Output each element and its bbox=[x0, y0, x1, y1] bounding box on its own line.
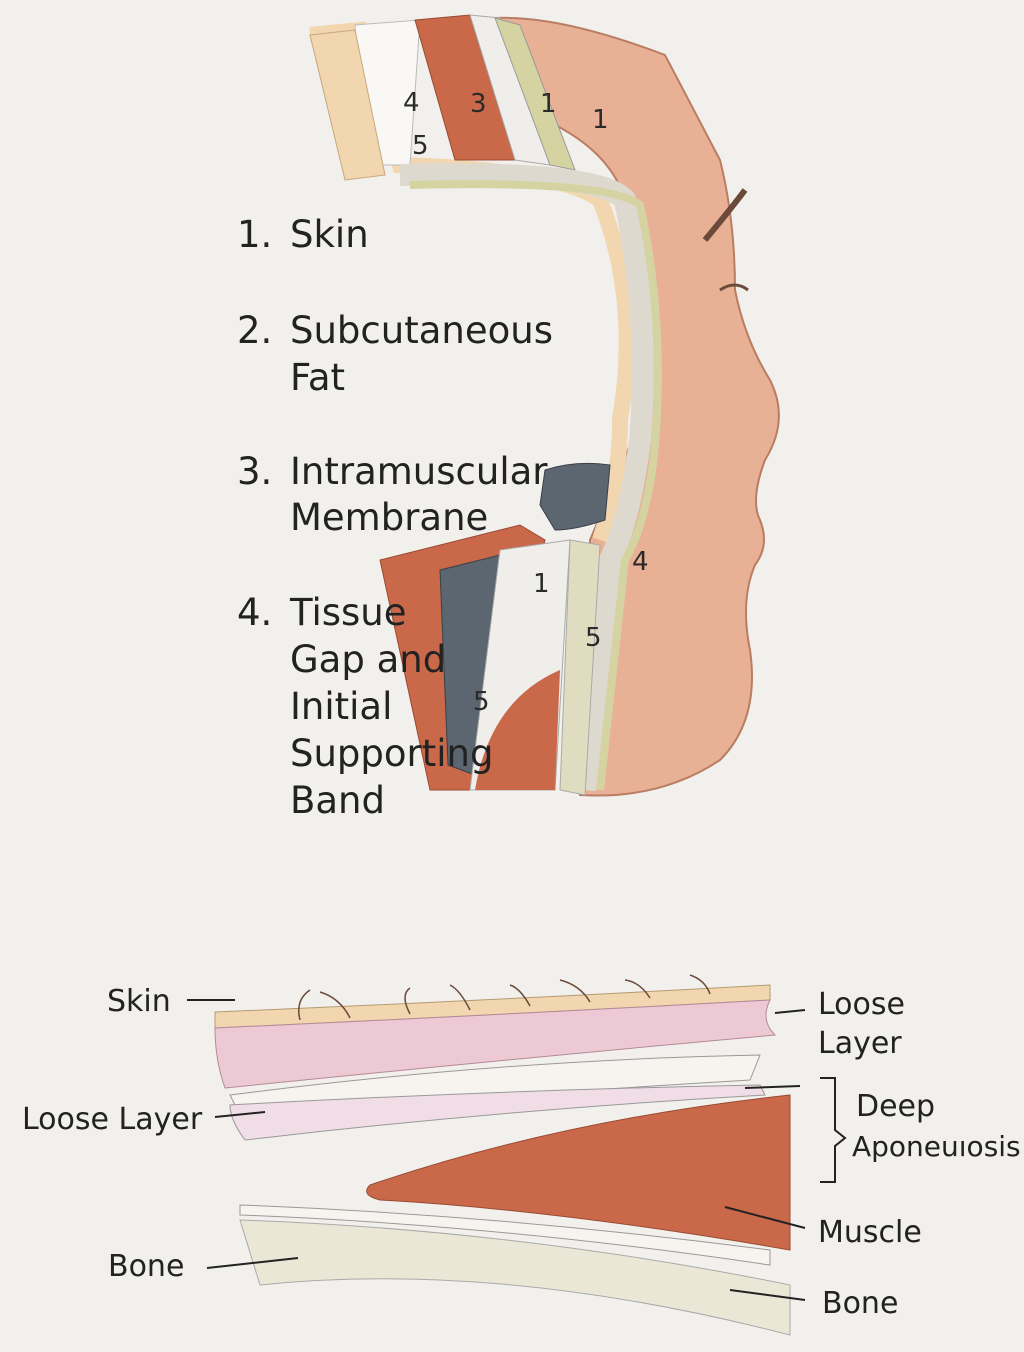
legend-label: Supporting bbox=[290, 732, 493, 775]
legend-label: Membrane bbox=[290, 496, 488, 539]
cross-section bbox=[187, 974, 847, 1336]
layer-number: 1 bbox=[592, 105, 609, 135]
layer-number: 5 bbox=[412, 131, 429, 161]
layer-number: 3 bbox=[470, 89, 487, 119]
label-skin: Skin bbox=[107, 984, 171, 1019]
legend-label: Tissue bbox=[289, 591, 407, 634]
leader-lines bbox=[187, 999, 847, 1301]
legend-number: 1. bbox=[237, 213, 272, 256]
layer-number: 1 bbox=[540, 89, 557, 119]
legend-label: Band bbox=[290, 779, 385, 822]
label-loose-layer-right: Layer bbox=[818, 1026, 902, 1061]
layer-number: 5 bbox=[473, 687, 490, 717]
legend-number: 2. bbox=[237, 309, 272, 352]
legend-label: Intramuscular bbox=[290, 450, 548, 493]
legend-label: Skin bbox=[290, 213, 369, 256]
tissue-layers bbox=[309, 14, 662, 796]
label-loose-layer-right: Loose bbox=[818, 987, 905, 1022]
legend-number: 4. bbox=[237, 591, 272, 634]
legend-number: 3. bbox=[237, 450, 272, 493]
label-deep-aponeurosis: Aponeuıosis bbox=[852, 1130, 1021, 1163]
legend: 1. Skin 2. Subcutaneous Fat 3. Intramusc… bbox=[237, 213, 553, 822]
layer-numbers: 4 5 3 1 1 1 5 4 5 bbox=[403, 88, 649, 717]
legend-label: Initial bbox=[290, 685, 392, 728]
layer-number: 5 bbox=[585, 623, 602, 653]
legend-label: Fat bbox=[290, 356, 345, 399]
bracket bbox=[820, 1077, 847, 1183]
legend-label: Subcutaneous bbox=[290, 309, 553, 352]
label-bone-right: Bone bbox=[822, 1286, 898, 1321]
legend-label: Gap and bbox=[290, 638, 446, 681]
label-deep-aponeurosis: Deep bbox=[856, 1089, 935, 1124]
label-loose-layer: Loose Layer bbox=[22, 1102, 203, 1137]
label-muscle: Muscle bbox=[818, 1215, 922, 1250]
layer-number: 4 bbox=[632, 547, 649, 577]
layer-number: 1 bbox=[533, 569, 550, 599]
bottom-labels: Skin Loose Layer Bone Loose Layer Deep A… bbox=[22, 984, 1021, 1321]
label-bone: Bone bbox=[108, 1249, 184, 1284]
layer-number: 4 bbox=[403, 88, 420, 118]
